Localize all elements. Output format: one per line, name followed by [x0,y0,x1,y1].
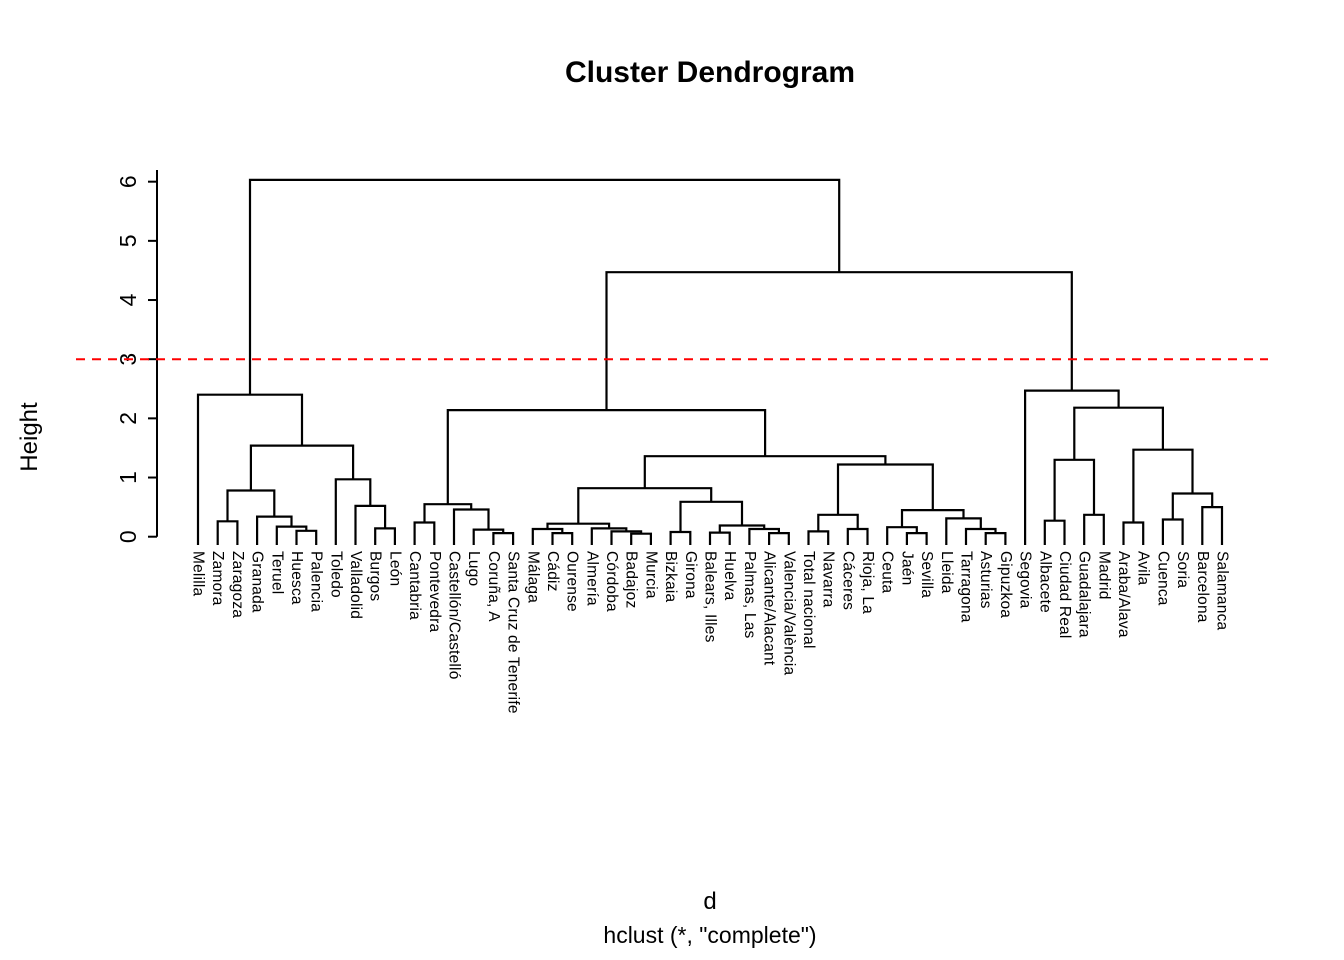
leaf-label: Santa Cruz de Tenerife [504,551,522,714]
leaf-label: Valladolid [347,551,365,620]
leaf-label: Huesca [287,551,305,605]
leaf-label: Soria [1174,551,1192,589]
leaf-label: Palencia [307,551,325,613]
leaf-label: Balears, Illes [701,551,719,643]
leaf-label: Araba/Alava [1115,551,1133,638]
leaf-label: Salamanca [1213,551,1231,631]
leaf-label: Castellón/Castelló [445,551,463,680]
y-tick-label: 0 [115,530,141,543]
leaf-label: Cádiz [543,551,561,592]
leaf-label: Ciudad Real [1055,551,1073,639]
leaf-label: Córdoba [603,551,621,612]
leaf-label: Tarragona [957,551,975,623]
leaf-label: Barcelona [1193,551,1211,623]
subtitle-hclust: hclust (*, "complete") [603,922,817,948]
leaf-label: Madrid [1095,551,1113,600]
leaf-label: Ceuta [878,551,896,594]
leaf-label: Bizkaia [662,551,680,603]
y-tick-label: 4 [115,293,141,306]
leaf-label: Coruña, A [484,551,502,622]
leaf-label: Teruel [268,551,286,595]
leaf-label: Palmas, Las [740,551,758,639]
leaf-label: Rioja, La [859,551,877,614]
leaf-label: Almería [583,551,601,606]
leaf-label: Valencia/València [780,551,798,676]
leaf-label: Alicante/Alacant [760,551,778,666]
dendrogram-tree [196,178,1224,545]
leaf-label: Murcia [642,551,660,599]
y-tick-label: 2 [115,412,141,425]
leaf-label: Lleida [937,551,955,594]
leaf-label: Granada [248,551,266,613]
leaf-label: Jaén [898,551,916,586]
leaf-label: Ourense [563,551,581,612]
leaf-label: Sevilla [918,551,936,599]
x-axis-label: d [703,888,717,915]
leaf-label: Gipuzkoa [996,551,1014,619]
leaf-label: Zamora [209,551,227,606]
leaf-label: Avila [1134,551,1152,586]
y-tick-label: 5 [115,234,141,247]
y-tick-label: 6 [115,175,141,188]
leaf-label: Toledo [327,551,345,598]
leaf-label: Cuenca [1154,551,1172,606]
leaf-label: Melilla [189,551,207,597]
leaf-label: Segovia [1016,551,1034,609]
leaf-label: Guadalajara [1075,551,1093,638]
leaf-label: Pontevedra [425,551,443,633]
leaf-label: Navarra [819,551,837,608]
leaf-label: Cantabria [406,551,424,621]
leaf-label: Albacete [1036,551,1054,613]
chart-title: Cluster Dendrogram [564,56,856,89]
leaf-label: Girona [681,551,699,599]
leaf-label: Huelva [721,551,739,601]
leaf-label: Total nacional [799,551,817,649]
leaf-label: Cáceres [839,551,857,611]
leaf-label: Málaga [524,551,542,604]
leaf-label: León [386,551,404,587]
y-tick-label: 1 [115,471,141,484]
leaf-label: Zaragoza [228,551,246,619]
y-axis-label: Height [16,402,43,472]
leaf-label: Badajoz [622,551,640,609]
leaf-label: Asturias [977,551,995,609]
leaf-label: Lugo [465,551,483,587]
leaf-label: Burgos [366,551,384,602]
